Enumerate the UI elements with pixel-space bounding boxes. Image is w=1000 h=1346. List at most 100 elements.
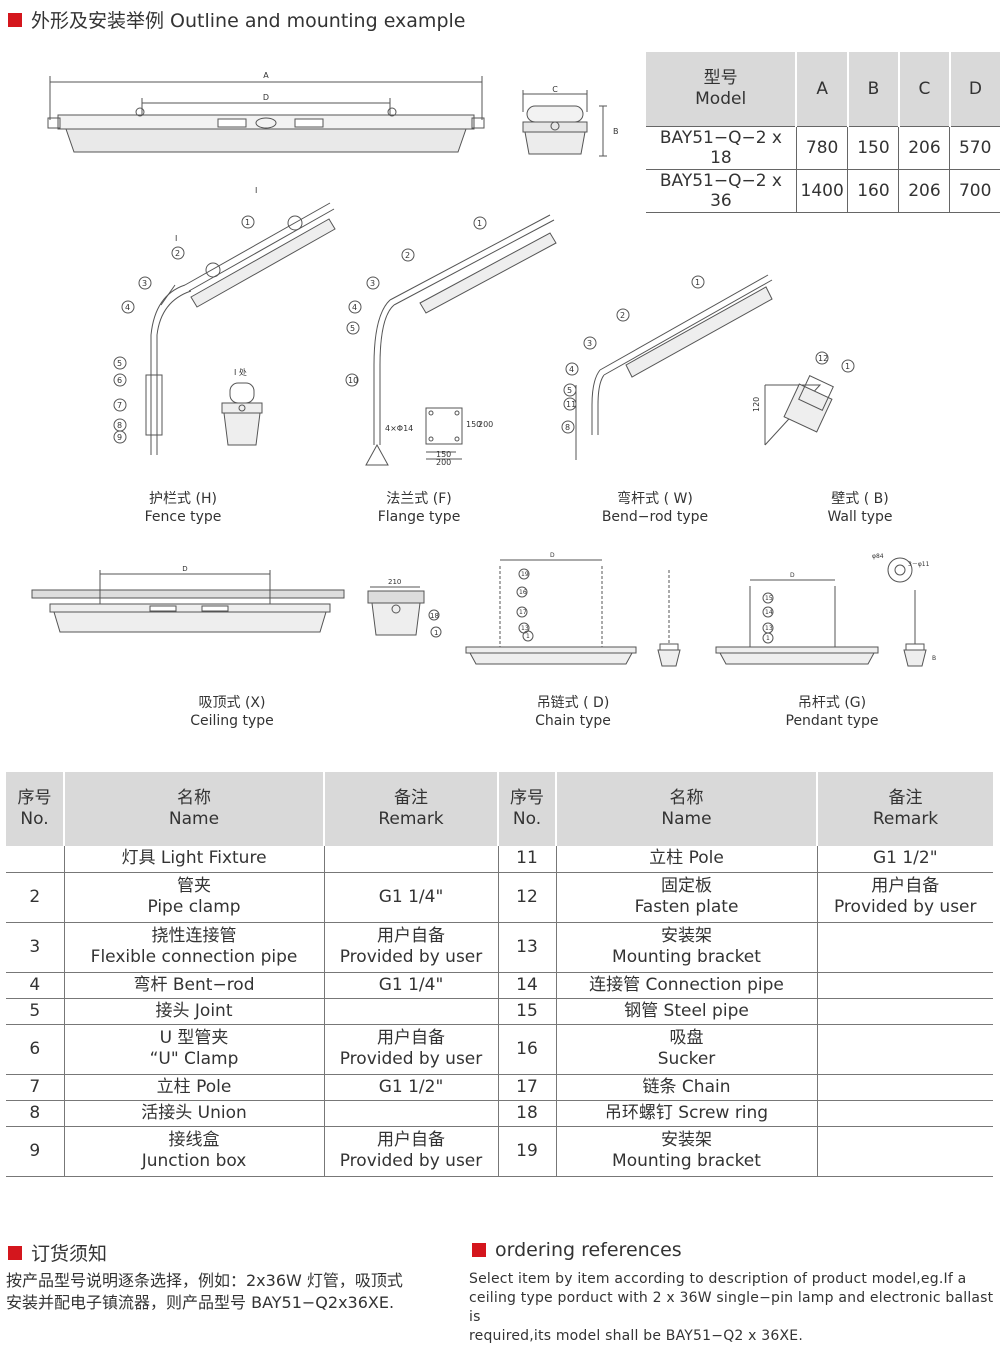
ordering-en-text: Select item by item according to descrip… — [469, 1271, 994, 1344]
cell-no: 18 — [498, 1100, 557, 1127]
svg-text:150: 150 — [466, 420, 481, 429]
svg-text:5: 5 — [567, 386, 572, 395]
ordering-en-title: ordering references — [472, 1239, 682, 1261]
svg-text:1: 1 — [245, 218, 250, 227]
cell-name: 活接头 Union — [64, 1100, 325, 1127]
cell-remark — [324, 846, 499, 873]
cell-remark: G1 1/4" — [324, 972, 499, 999]
dim-b-label: B — [613, 127, 619, 136]
header-b: B — [847, 52, 900, 127]
svg-text:D: D — [790, 572, 795, 579]
outline-title-text: 外形及安装举例 Outline and mounting example — [31, 10, 466, 32]
fence-type-caption: 护栏式 (H) Fence type — [144, 491, 222, 525]
pendant-type-caption: 吊杆式 (G) Pendant type — [785, 695, 879, 729]
table-row: BAY51−Q−2 x 18 780 150 206 570 — [646, 126, 1000, 170]
cell-remark — [817, 998, 993, 1025]
cell-name: 挠性连接管 Flexible connection pipe — [64, 922, 325, 973]
svg-text:1: 1 — [845, 362, 850, 371]
svg-text:4: 4 — [125, 303, 130, 312]
svg-text:7: 7 — [117, 401, 122, 410]
cell-remark: G1 1/2" — [324, 1074, 499, 1101]
svg-text:1: 1 — [526, 633, 530, 640]
fence-type-drawing: 1 2 3 4 5 6 7 8 9 I I — [113, 186, 336, 455]
svg-text:10: 10 — [348, 376, 358, 385]
table-row: BAY51−Q−2 x 36 1400 160 206 700 — [646, 169, 1000, 213]
wall-type-drawing: 12 1 120 — [752, 351, 855, 446]
cell-remark: 用户自备 Provided by user — [324, 1126, 499, 1177]
svg-text:9: 9 — [117, 433, 122, 442]
header-d: D — [949, 52, 1000, 127]
flange-type-caption: 法兰式 (F) Flange type — [377, 491, 461, 525]
svg-text:1: 1 — [477, 219, 482, 228]
dim-c-label: C — [552, 85, 558, 94]
red-square-icon — [472, 1243, 486, 1257]
cell-no: 4 — [6, 972, 65, 999]
cell-no: 19 — [498, 1126, 557, 1177]
cell-name: 固定板 Fasten plate — [556, 872, 818, 923]
cell-remark — [817, 922, 993, 973]
pendant-type-drawing: D 15 14 13 1 φ84 3－φ11 B — [715, 553, 936, 667]
svg-text:16: 16 — [519, 589, 527, 596]
cell-name: 安装架 Mounting bracket — [556, 922, 818, 973]
svg-text:8: 8 — [565, 423, 570, 432]
svg-text:13: 13 — [765, 625, 773, 632]
svg-text:13: 13 — [521, 625, 529, 632]
cell-remark: G1 1/4" — [324, 872, 499, 923]
svg-text:1: 1 — [434, 629, 438, 637]
svg-text:4×Φ14: 4×Φ14 — [385, 424, 413, 433]
svg-text:5: 5 — [350, 324, 355, 333]
dim-d-label: D — [263, 93, 269, 102]
svg-text:8: 8 — [117, 421, 122, 430]
bendrod-type-drawing: 1 2 3 4 5 11 8 — [561, 274, 773, 460]
svg-text:19: 19 — [521, 571, 529, 578]
bendrod-type-caption: 弯杆式 ( W) Bend−rod type — [601, 491, 709, 525]
cell-name: 接线盒 Junction box — [64, 1126, 325, 1177]
cell-name: 弯杆 Bent−rod — [64, 972, 325, 999]
svg-text:200: 200 — [436, 458, 451, 467]
cell-no: 16 — [498, 1024, 557, 1075]
cell-no: 8 — [6, 1100, 65, 1127]
ordering-cn-text: 按产品型号说明逐条选择，例如：2x36W 灯管，吸顶式 安装并配电子镇流器，则产… — [6, 1271, 403, 1312]
cell-name: 吊环螺钉 Screw ring — [556, 1100, 818, 1127]
cell-name: 连接管 Connection pipe — [556, 972, 818, 999]
cell-name: 灯具 Light Fixture — [64, 846, 325, 873]
svg-text:11: 11 — [566, 400, 576, 409]
cell-remark: 用户自备 Provided by user — [324, 922, 499, 973]
svg-text:120: 120 — [752, 397, 761, 412]
svg-text:1: 1 — [695, 278, 700, 287]
detail-i-drawing: I 处 — [221, 367, 263, 446]
chain-type-caption: 吊链式 ( D) Chain type — [535, 695, 611, 729]
svg-text:6: 6 — [117, 376, 122, 385]
svg-text:5: 5 — [117, 359, 122, 368]
svg-text:4: 4 — [352, 303, 357, 312]
cell-remark — [817, 1100, 993, 1127]
svg-text:3－φ11: 3－φ11 — [908, 561, 930, 568]
svg-text:200: 200 — [478, 420, 493, 429]
ordering-cn-title: 订货须知 — [8, 1239, 107, 1266]
cell-no: 17 — [498, 1074, 557, 1101]
svg-text:4: 4 — [569, 365, 574, 374]
svg-text:D: D — [182, 565, 187, 573]
cell-remark — [324, 998, 499, 1025]
cell-no: 14 — [498, 972, 557, 999]
svg-text:17: 17 — [519, 609, 527, 616]
cell-no: 2 — [6, 872, 65, 923]
red-square-icon — [8, 12, 22, 27]
cell-no: 6 — [6, 1024, 65, 1075]
flange-type-drawing: 1 2 3 4 5 10 4×Φ14 150 200 150 200 — [345, 214, 557, 467]
red-square-icon — [8, 1245, 22, 1260]
svg-text:1: 1 — [766, 635, 770, 642]
model-header: 型号 Model — [646, 52, 798, 127]
svg-text:2: 2 — [620, 311, 625, 320]
header-a: A — [796, 52, 849, 127]
svg-text:15: 15 — [765, 595, 773, 602]
cell-no: 11 — [498, 846, 557, 873]
